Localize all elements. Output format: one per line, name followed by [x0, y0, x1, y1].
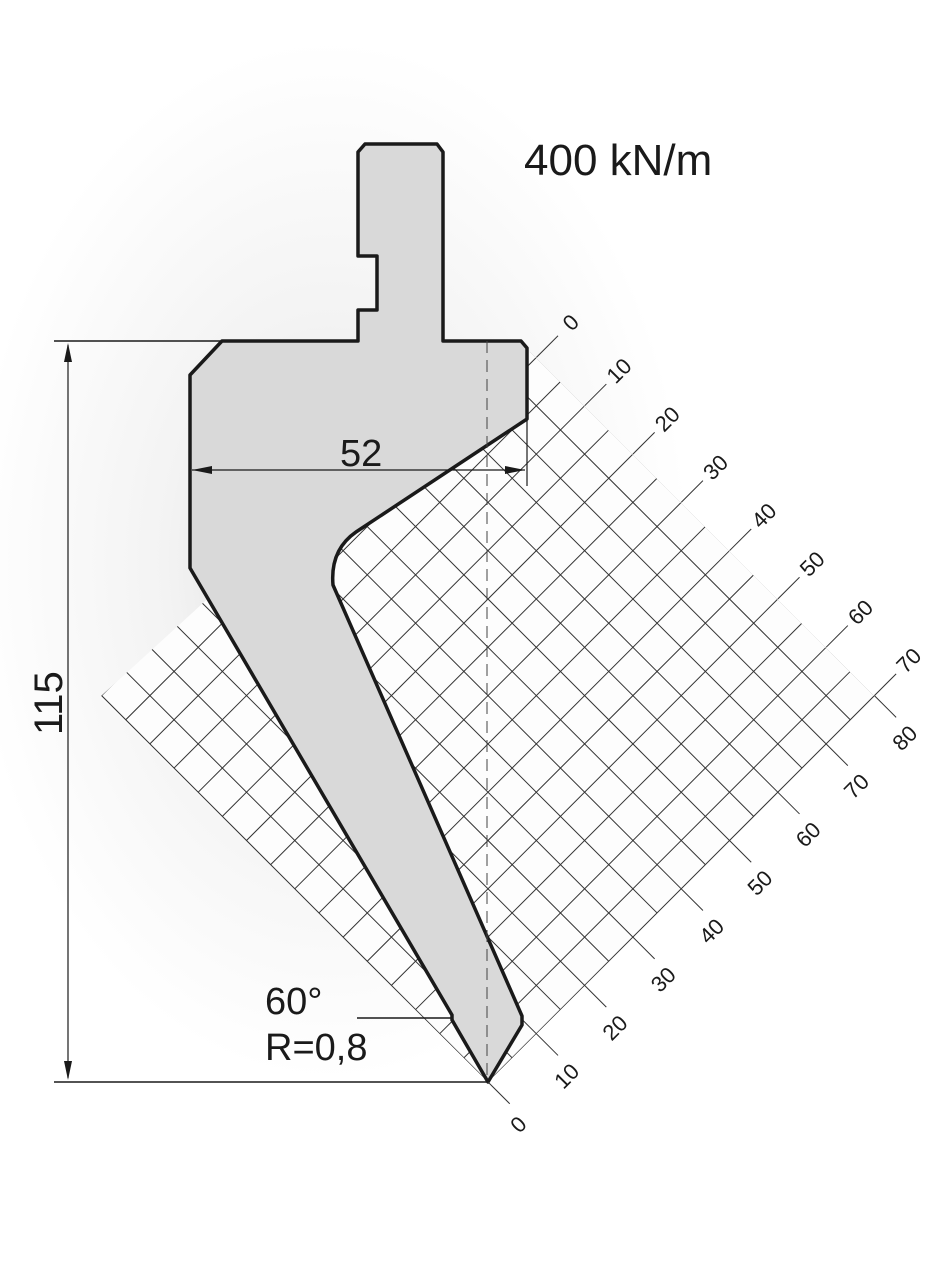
grid-tick-label: 0 — [505, 1111, 531, 1137]
grid-tick-label: 40 — [694, 914, 729, 949]
grid-tick-label: 60 — [791, 817, 826, 852]
grid-tick-label: 70 — [839, 769, 874, 804]
grid-tick-label: 50 — [795, 546, 830, 581]
grid-tick-label: 20 — [598, 1010, 633, 1045]
radius-label: R=0,8 — [265, 1027, 367, 1069]
grid-tick-label: 50 — [742, 865, 777, 900]
grid-tick-label: 20 — [650, 402, 685, 437]
grid-tick-label: 40 — [746, 498, 781, 533]
grid-tick-label: 80 — [887, 721, 922, 756]
capacity-label: 400 kN/m — [524, 136, 712, 185]
punch-profile — [188, 142, 529, 1084]
grid-tick-label: 30 — [646, 962, 681, 997]
width-dimension — [192, 420, 528, 486]
grid-tick-label: 70 — [891, 643, 926, 678]
height-dimension — [54, 340, 488, 1083]
grid-tick-label: 0 — [558, 309, 584, 335]
grid-tick-label: 10 — [549, 1059, 584, 1094]
grid-tick-label: 30 — [698, 450, 733, 485]
grid-tick-label: 60 — [843, 595, 878, 630]
width-label: 52 — [340, 433, 382, 475]
angle-label: 60° — [265, 981, 322, 1023]
height-label: 115 — [27, 671, 71, 735]
grid-tick-label: 10 — [602, 353, 637, 388]
